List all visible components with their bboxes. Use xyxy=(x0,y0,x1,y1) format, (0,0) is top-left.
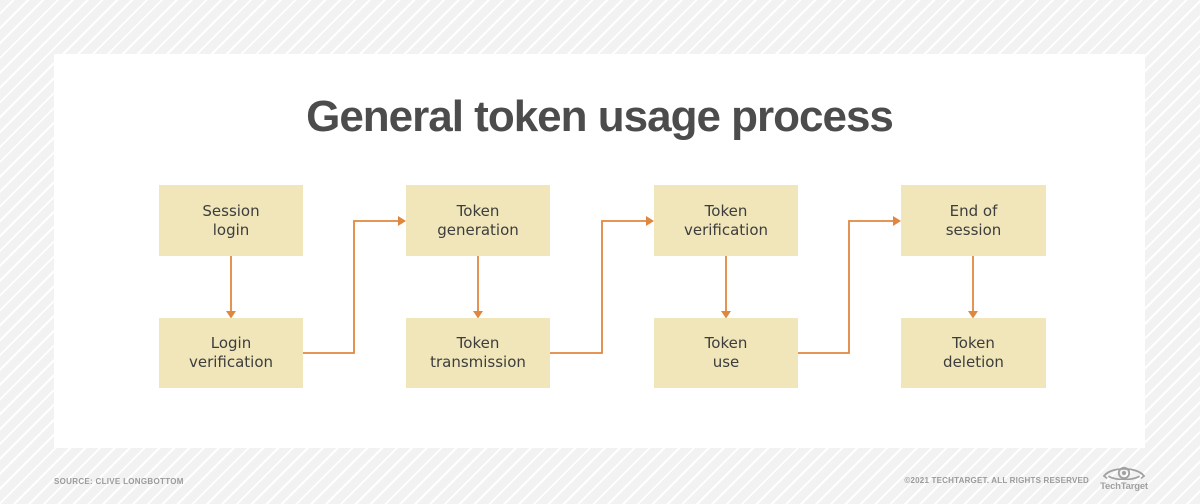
flow-box-label-line: transmission xyxy=(430,353,526,371)
techtarget-eye-icon xyxy=(1103,466,1145,480)
page-title: General token usage process xyxy=(306,92,894,141)
flow-box-label-line: Token xyxy=(456,334,500,352)
copyright-text: ©2021 TECHTARGET. ALL RIGHTS RESERVED xyxy=(904,475,1089,485)
techtarget-logo: TechTarget xyxy=(1098,463,1150,492)
flow-box-label-line: Token xyxy=(456,201,500,220)
flow-box-label-line: login xyxy=(212,220,250,239)
flow-box-label-line: session xyxy=(945,220,1002,239)
flow-box-label-line: verification xyxy=(683,220,769,239)
flow-box-label-line: Token xyxy=(704,334,748,352)
source-credit: SOURCE: CLIVE LONGBOTTOM xyxy=(54,477,184,486)
flow-box-label-line: generation xyxy=(437,220,519,239)
flow-box-label-line: End of xyxy=(949,201,998,220)
flow-box-label-line: Login xyxy=(210,334,252,352)
flow-box-label-line: use xyxy=(712,353,740,371)
flow-box-label-line: verification xyxy=(188,353,274,371)
flow-box-label-line: Token xyxy=(704,201,748,220)
techtarget-wordmark: TechTarget xyxy=(1100,480,1148,492)
flow-box-label-line: Token xyxy=(952,334,995,352)
flow-box-label-line: Session xyxy=(202,201,260,220)
flow-box-label-line: deletion xyxy=(943,353,1004,371)
footer-right: ©2021 TECHTARGET. ALL RIGHTS RESERVED Te… xyxy=(904,461,1150,493)
